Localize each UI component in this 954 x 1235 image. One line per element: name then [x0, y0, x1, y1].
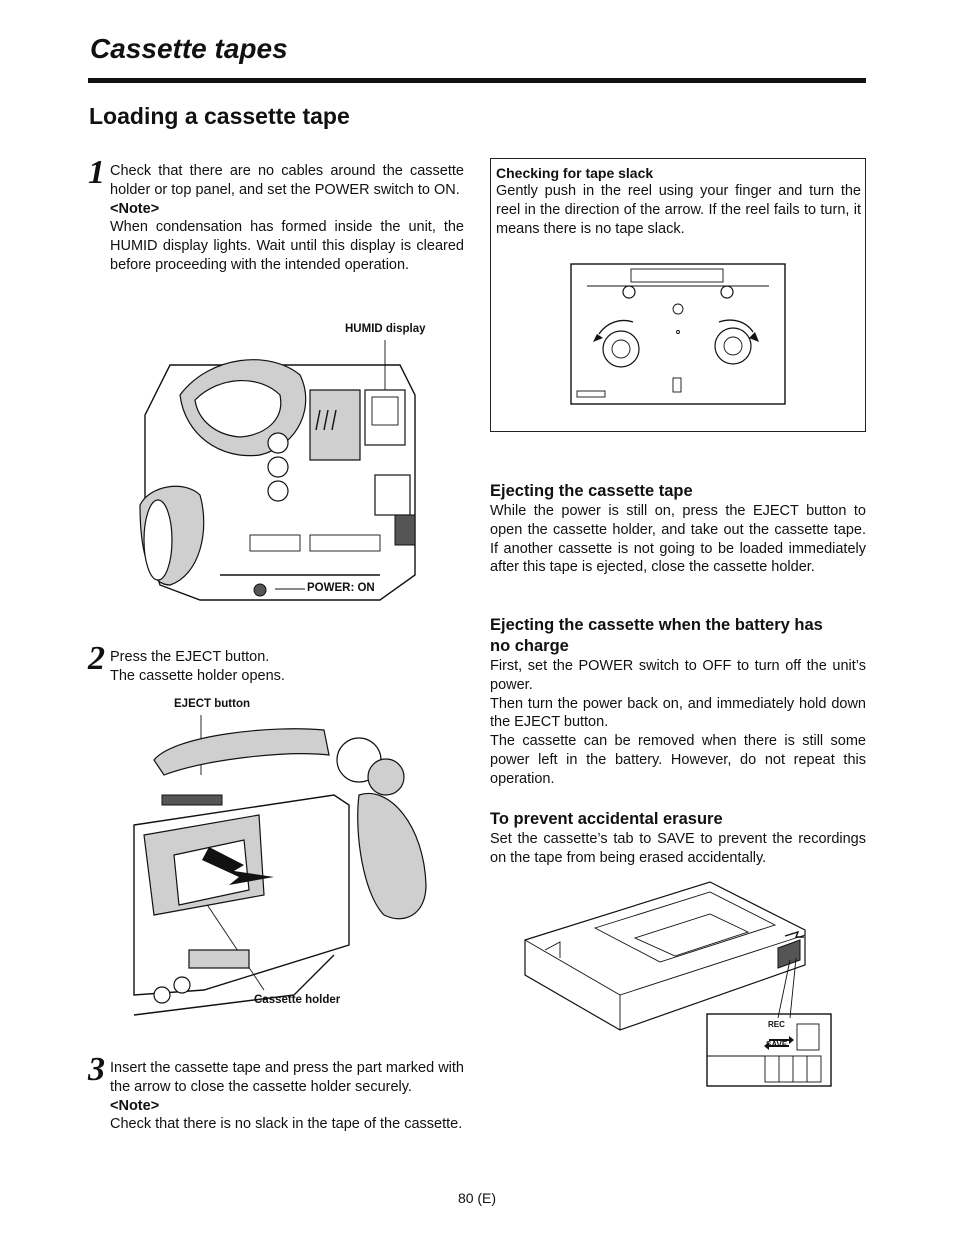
- header-rule: [88, 78, 866, 83]
- erasure-heading: To prevent accidental erasure: [490, 810, 723, 828]
- rec-label: REC: [768, 1020, 785, 1029]
- humid-display-callout: HUMID display: [345, 323, 426, 335]
- ejecting-paragraph: While the power is still on, press the E…: [490, 503, 866, 576]
- step-1-instruction: Check that there are no cables around th…: [110, 163, 464, 198]
- camera-eject-illustration: [133, 715, 427, 1016]
- tape-slack-title: Checking for tape slack: [496, 165, 654, 181]
- erasure-paragraph: Set the cassette’s tab to SAVE to preven…: [490, 831, 866, 866]
- page-heading: Loading a cassette tape: [89, 103, 350, 129]
- step-1-note-text: When condensation has formed inside the …: [110, 219, 464, 273]
- eject-button-callout: EJECT button: [174, 698, 251, 710]
- save-label: SAVE: [766, 1040, 788, 1049]
- battery-paragraph-2: Then turn the power back on, and immedia…: [490, 695, 866, 731]
- step-1-note-label: <Note>: [110, 200, 160, 217]
- page-number: 80 (E): [457, 1190, 497, 1206]
- battery-heading: Ejecting the cassette when the battery h…: [490, 616, 823, 655]
- step-3-note-text: Check that there is no slack in the tape…: [110, 1116, 463, 1133]
- tape-slack-box: Checking for tape slack Gently push in t…: [490, 158, 866, 432]
- camera-side-illustration: [139, 340, 416, 601]
- power-on-callout: POWER: ON: [307, 582, 375, 594]
- step-2-number: 2: [88, 640, 105, 677]
- tape-slack-text: Gently push in the reel using your finge…: [496, 183, 861, 237]
- step-3-text: Insert the cassette tape and press the p…: [110, 1059, 464, 1134]
- step-3-number: 3: [88, 1051, 105, 1088]
- cassette-tab-illustration: [524, 881, 832, 1087]
- step-2-text: Press the EJECT button. The cassette hol…: [110, 648, 464, 686]
- step-2-line-1: Press the EJECT button.: [110, 649, 270, 665]
- step-2-line-2: The cassette holder opens.: [110, 667, 285, 684]
- ejecting-section: Ejecting the cassette tape While the pow…: [490, 481, 866, 577]
- step-1-number: 1: [88, 154, 105, 191]
- ejecting-heading: Ejecting the cassette tape: [490, 482, 693, 500]
- section-title: Cassette tapes: [90, 33, 288, 64]
- erasure-section: To prevent accidental erasure Set the ca…: [490, 809, 866, 868]
- step-3-note-label: <Note>: [110, 1097, 160, 1114]
- battery-paragraph-3: The cassette can be removed when there i…: [490, 733, 866, 787]
- step-1-text: Check that there are no cables around th…: [110, 162, 464, 275]
- step-3-instruction: Insert the cassette tape and press the p…: [110, 1060, 464, 1095]
- battery-paragraph-1: First, set the POWER switch to OFF to tu…: [490, 658, 866, 693]
- cassette-reel-illustration: [570, 263, 786, 405]
- battery-section: Ejecting the cassette when the battery h…: [490, 615, 866, 789]
